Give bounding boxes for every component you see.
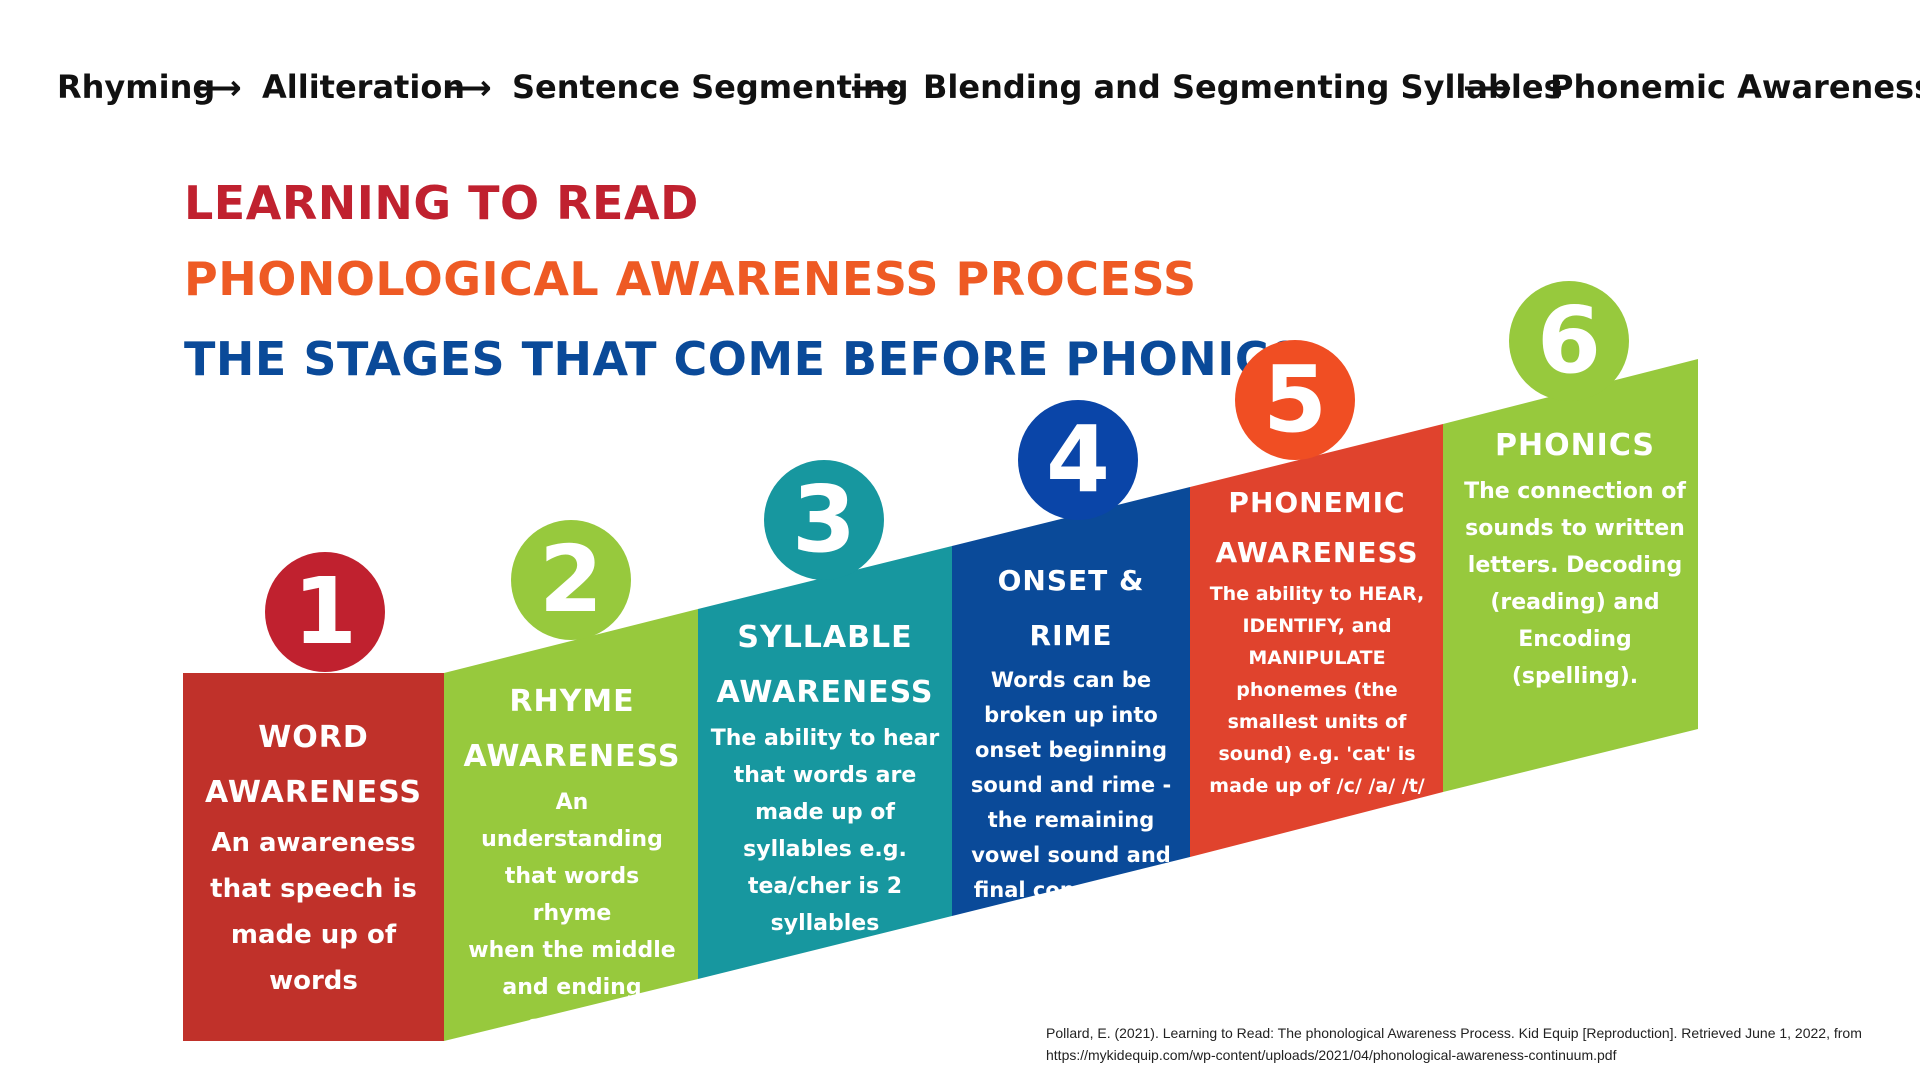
stage-5-desc-line: made up of /c/ /a/ /t/ [1209, 775, 1425, 797]
progression-item-blending-syllables: Blending and Segmenting Syllables [923, 68, 1563, 106]
progression-item-rhyming: Rhyming [57, 68, 216, 106]
stage-1-text: WORD AWARENESS An awareness that speech … [183, 710, 444, 1004]
progression-item-phonemic-awareness: Phonemic Awareness [1550, 68, 1920, 106]
stage-4-block [952, 487, 1190, 916]
citation-line2: https://mykidequip.com/wp-content/upload… [1046, 1047, 1617, 1063]
stage-1-desc-line: that speech is [210, 874, 417, 904]
stage-3-desc-line: tea/cher is 2 [747, 874, 903, 899]
stage-5-desc-line: The ability to HEAR, [1209, 583, 1425, 605]
step-6-badge: 6 [1509, 281, 1629, 401]
stage-3-heading-line2: AWARENESS [716, 675, 934, 710]
stage-1-desc-line: An awareness [211, 828, 416, 858]
stage-2-desc-line: that words rhyme [504, 864, 640, 926]
stage-2-heading-line2: AWARENESS [463, 739, 681, 774]
step-2-badge: 2 [511, 520, 631, 640]
progression-item-alliteration: Alliteration [262, 68, 466, 106]
stage-4-desc-line: the remaining [987, 808, 1155, 832]
stage-4-desc-line: onset beginning [974, 738, 1168, 762]
stage-4-desc-line: Words can be [990, 668, 1152, 692]
stage-5-text: PHONEMIC AWARENESS The ability to HEAR, … [1196, 478, 1438, 802]
stage-5-block [1190, 424, 1443, 857]
stage-6-block [1443, 359, 1698, 792]
stage-5-desc-line: IDENTIFY, and [1242, 615, 1392, 637]
title-phonological-process: PHONOLOGICAL AWARENESS PROCESS [184, 252, 1197, 306]
stage-2-heading-line1: RHYME [509, 684, 635, 719]
stage-1-block [183, 673, 444, 1041]
arrow-right-icon: ⟶ [1463, 68, 1512, 108]
arrow-right-icon: ⟶ [850, 68, 899, 108]
stage-1-desc-line: words [269, 966, 358, 996]
stage-5-heading-line2: AWARENESS [1215, 536, 1419, 569]
stage-6-desc-line: The connection of [1464, 479, 1686, 504]
title-learning-to-read: LEARNING TO READ [184, 176, 699, 230]
citation: Pollard, E. (2021). Learning to Read: Th… [1046, 1022, 1862, 1066]
stage-5-desc-line: smallest units of [1227, 711, 1407, 733]
step-4-badge: 4 [1018, 400, 1138, 520]
step-5-badge: 5 [1235, 340, 1355, 460]
step-1-badge: 1 [265, 552, 385, 672]
stage-2-desc-line: when the middle [468, 938, 676, 963]
stage-5-desc-line: phonemes (the [1236, 679, 1398, 701]
stage-2-desc-line: and ending sounds [502, 975, 642, 1037]
stage-3-heading-line1: SYLLABLE [737, 620, 913, 655]
stage-2-text: RHYME AWARENESS An understanding that wo… [462, 674, 682, 1080]
stage-4-desc-line: broken up into [984, 703, 1158, 727]
progression-line: Rhyming ⟶ Alliteration ⟶ Sentence Segmen… [0, 68, 1920, 108]
stage-4-desc-line: vowel sound and [971, 843, 1171, 867]
stage-1-heading-line2: AWARENESS [205, 775, 422, 810]
stage-6-desc-line: sounds to written [1465, 516, 1685, 541]
stage-3-desc-line: The ability to hear [710, 726, 940, 751]
stage-4-desc-line: sound and rime - [970, 773, 1172, 797]
stage-5-heading-line1: PHONEMIC [1228, 486, 1406, 519]
stage-3-desc-line: syllables [770, 911, 880, 936]
stage-2-block [444, 609, 698, 1041]
stage-5-desc-line: sound) e.g. 'cat' is [1218, 743, 1416, 765]
stage-3-text: SYLLABLE AWARENESS The ability to hear t… [710, 610, 940, 942]
arrow-right-icon: ⟶ [443, 68, 492, 108]
stage-6-desc-line: (reading) and [1490, 590, 1660, 615]
stage-2-desc-line: An understanding [481, 790, 663, 852]
stage-1-desc-line: made up of [230, 920, 397, 950]
stage-4-heading: ONSET & RIME [997, 564, 1145, 652]
stage-4-text: ONSET & RIME Words can be broken up into… [960, 553, 1182, 908]
stage-3-desc-line: that words are [733, 763, 917, 788]
stage-2-desc-line: are the same [490, 1049, 654, 1074]
stage-3-block [698, 546, 952, 979]
stage-6-desc-line: letters. Decoding [1467, 553, 1683, 578]
stage-3-desc-line: syllables e.g. [743, 837, 907, 862]
citation-line1: Pollard, E. (2021). Learning to Read: Th… [1046, 1025, 1862, 1041]
step-3-badge: 3 [764, 460, 884, 580]
stage-4-desc-line: final consonants [973, 878, 1169, 902]
title-stages-before-phonics: THE STAGES THAT COME BEFORE PHONICS [184, 332, 1304, 386]
stage-1-heading-line1: WORD [258, 720, 369, 755]
progression-item-sentence-segmenting: Sentence Segmenting [512, 68, 909, 106]
stage-5-desc-line: MANIPULATE [1248, 647, 1386, 669]
arrow-right-icon: ⟶ [193, 68, 242, 108]
stage-6-desc-line: Encoding (spelling). [1511, 627, 1639, 689]
stage-6-heading: PHONICS [1494, 428, 1656, 463]
stage-6-text: PHONICS The connection of sounds to writ… [1455, 418, 1695, 695]
stage-3-desc-line: made up of [755, 800, 895, 825]
